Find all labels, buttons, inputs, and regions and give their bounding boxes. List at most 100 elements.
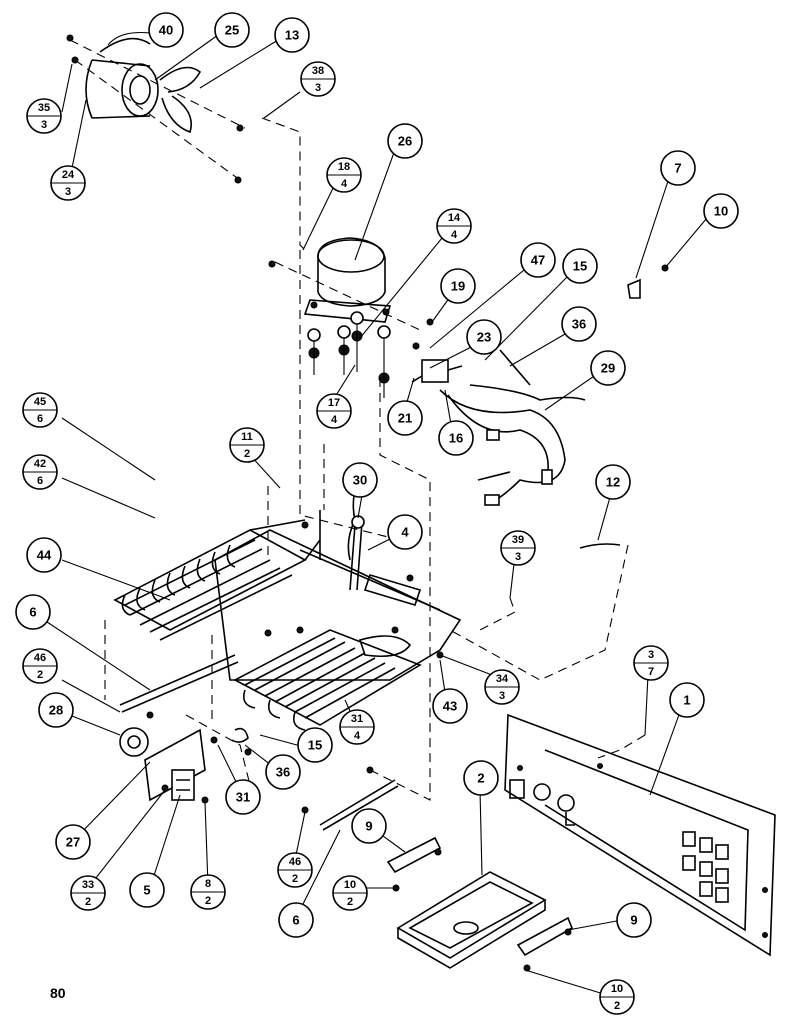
svg-text:9: 9 bbox=[630, 913, 637, 928]
callout-8-2: 82 bbox=[190, 874, 226, 910]
svg-text:7: 7 bbox=[674, 161, 681, 176]
callout-12: 12 bbox=[595, 464, 631, 500]
svg-text:4: 4 bbox=[451, 229, 458, 241]
svg-text:3: 3 bbox=[315, 82, 321, 94]
callout-14-4: 144 bbox=[436, 208, 472, 244]
svg-text:10: 10 bbox=[344, 879, 356, 891]
callout-16: 16 bbox=[438, 420, 474, 456]
callout-30: 30 bbox=[342, 462, 378, 498]
callout-46-2b: 462 bbox=[277, 852, 313, 888]
svg-text:33: 33 bbox=[82, 879, 94, 891]
svg-text:3: 3 bbox=[41, 119, 47, 131]
svg-text:23: 23 bbox=[477, 330, 491, 345]
svg-text:4: 4 bbox=[401, 525, 409, 540]
svg-text:7: 7 bbox=[648, 666, 654, 678]
svg-text:2: 2 bbox=[205, 895, 211, 907]
rear-access-panel bbox=[504, 713, 776, 957]
svg-text:6: 6 bbox=[29, 605, 36, 620]
svg-text:45: 45 bbox=[34, 396, 46, 408]
callout-26: 26 bbox=[387, 123, 423, 159]
relay-overload bbox=[411, 318, 463, 383]
svg-text:14: 14 bbox=[448, 212, 461, 224]
machine-compartment-base bbox=[214, 469, 462, 681]
svg-text:2: 2 bbox=[292, 873, 298, 885]
callout-3-7: 37 bbox=[633, 645, 669, 681]
svg-text:19: 19 bbox=[451, 279, 465, 294]
svg-text:28: 28 bbox=[49, 703, 63, 718]
pan-brackets bbox=[386, 836, 574, 972]
svg-text:25: 25 bbox=[225, 23, 239, 38]
svg-text:12: 12 bbox=[606, 475, 620, 490]
callout-31: 31 bbox=[225, 779, 261, 815]
callout-23: 23 bbox=[466, 319, 502, 355]
bracket-part-7 bbox=[627, 264, 669, 299]
svg-text:11: 11 bbox=[241, 431, 253, 443]
svg-text:36: 36 bbox=[276, 765, 290, 780]
svg-text:6: 6 bbox=[37, 475, 43, 487]
compressor-feet bbox=[307, 311, 391, 398]
svg-text:18: 18 bbox=[338, 161, 350, 173]
svg-text:3: 3 bbox=[515, 551, 521, 563]
svg-text:3: 3 bbox=[65, 186, 71, 198]
callout-17-4: 174 bbox=[316, 393, 352, 429]
svg-text:8: 8 bbox=[205, 878, 211, 890]
svg-text:13: 13 bbox=[285, 28, 299, 43]
callout-45-6: 456 bbox=[22, 392, 58, 428]
callout-10: 10 bbox=[703, 193, 739, 229]
svg-text:39: 39 bbox=[512, 534, 524, 546]
svg-text:2: 2 bbox=[244, 448, 250, 460]
callout-31-4: 314 bbox=[339, 709, 375, 745]
svg-text:38: 38 bbox=[312, 65, 324, 77]
svg-text:2: 2 bbox=[614, 1000, 620, 1012]
callout-layer: 40 25 13 383 353 243 26 184 7 10 144 47 … bbox=[15, 12, 739, 1015]
compressor bbox=[268, 237, 421, 331]
svg-text:46: 46 bbox=[289, 856, 301, 868]
callout-24-3: 243 bbox=[50, 165, 86, 201]
svg-text:2: 2 bbox=[37, 669, 43, 681]
callout-29: 29 bbox=[590, 350, 626, 386]
callout-33-2: 332 bbox=[70, 875, 106, 911]
svg-text:42: 42 bbox=[34, 458, 46, 470]
callout-25: 25 bbox=[214, 12, 250, 48]
svg-text:2: 2 bbox=[347, 896, 353, 908]
svg-text:27: 27 bbox=[66, 835, 80, 850]
callout-6: 6 bbox=[15, 594, 51, 630]
callout-42-6: 426 bbox=[22, 454, 58, 490]
callout-2: 2 bbox=[463, 760, 499, 796]
callout-40: 40 bbox=[148, 12, 184, 48]
leader-lines bbox=[43, 31, 713, 996]
callout-9b: 9 bbox=[616, 902, 652, 938]
wiring-harness bbox=[439, 349, 586, 506]
svg-text:1: 1 bbox=[683, 693, 690, 708]
svg-text:46: 46 bbox=[34, 652, 46, 664]
svg-text:35: 35 bbox=[38, 102, 50, 114]
svg-text:3: 3 bbox=[648, 649, 654, 661]
condenser-coil bbox=[113, 519, 321, 641]
svg-text:17: 17 bbox=[328, 397, 340, 409]
page-number: 80 bbox=[50, 985, 66, 1001]
svg-text:29: 29 bbox=[601, 361, 615, 376]
svg-text:15: 15 bbox=[308, 738, 322, 753]
callout-5: 5 bbox=[129, 872, 165, 908]
callout-35-3: 353 bbox=[26, 98, 62, 134]
callout-43: 43 bbox=[432, 688, 468, 724]
callout-11-2: 112 bbox=[229, 427, 265, 463]
drain-pan bbox=[396, 871, 547, 969]
callout-15: 15 bbox=[562, 248, 598, 284]
svg-text:30: 30 bbox=[353, 473, 367, 488]
defrost-timer-bracket bbox=[119, 727, 252, 804]
callout-36: 36 bbox=[561, 306, 597, 342]
svg-text:4: 4 bbox=[354, 730, 361, 742]
support-rails bbox=[119, 654, 399, 831]
callout-21: 21 bbox=[387, 400, 423, 436]
svg-text:4: 4 bbox=[331, 414, 338, 426]
svg-text:2: 2 bbox=[477, 771, 484, 786]
svg-text:16: 16 bbox=[449, 431, 463, 446]
callout-19: 19 bbox=[440, 268, 476, 304]
svg-text:6: 6 bbox=[292, 913, 299, 928]
svg-text:24: 24 bbox=[62, 169, 75, 181]
callout-28: 28 bbox=[38, 692, 74, 728]
svg-text:3: 3 bbox=[499, 690, 505, 702]
callout-38-3: 383 bbox=[300, 61, 336, 97]
svg-text:9: 9 bbox=[365, 819, 372, 834]
